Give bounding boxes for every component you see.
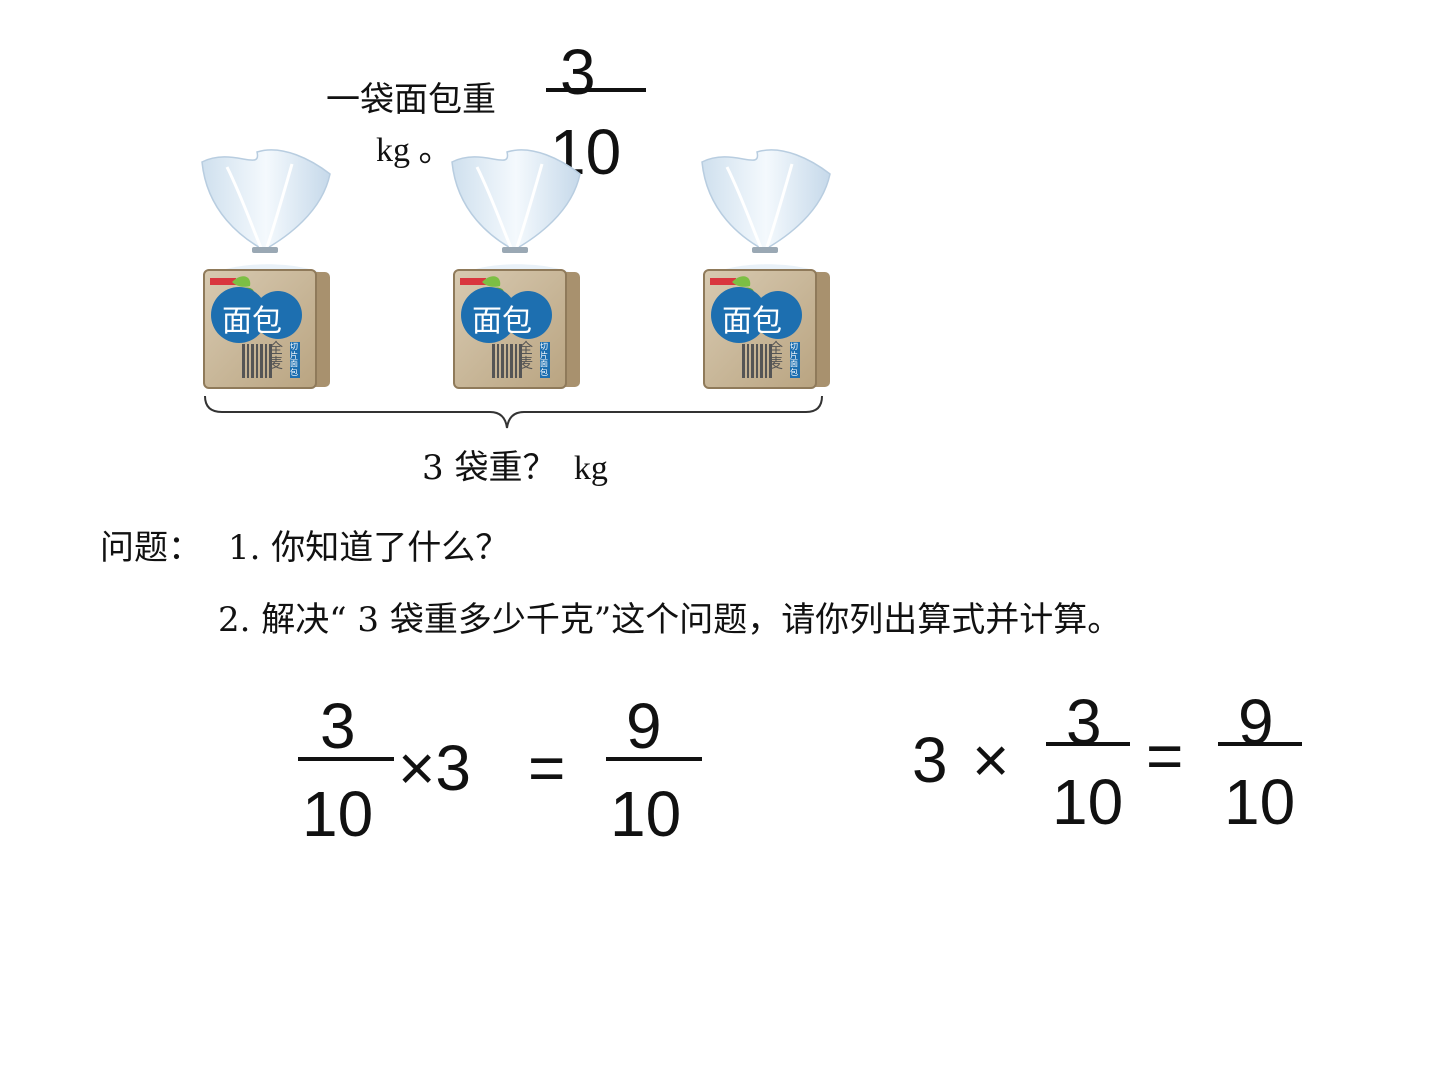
total-brace [204,395,823,429]
eq2-denominator: 10 [1052,766,1124,838]
bag-2-label: 面包 [472,304,532,339]
bag-1-sublabel: 全麦 [269,341,283,372]
eq1-fraction-bar [298,757,394,761]
eq1-operator: ×3 [398,732,471,804]
bag-2-side-label: 切片面包 [540,342,548,377]
eq1-denominator: 10 [302,778,374,850]
question-1: 1. 你知道了什么？ [228,528,510,568]
bread-bag-3 [700,148,832,390]
total-weight-label: 3 袋重？ kg [422,440,608,489]
eq1-result-denominator: 10 [610,778,682,850]
question-2: 2. 解决“ 3 袋重多少千克”这个问题，请你列出算式并计算。 [218,600,1122,640]
bag-2-sublabel: 全麦 [519,341,533,372]
bag-3-sublabel: 全麦 [769,341,783,372]
eq2-equals: = [1146,720,1184,792]
bag-1-label: 面包 [222,304,282,339]
eq2-operator: × [972,724,1010,796]
bread-bags-illustration [200,148,832,429]
bag-3-label: 面包 [722,304,782,339]
total-weight-unit: kg [573,450,608,487]
eq2-result-denominator: 10 [1224,766,1296,838]
bag-3-side-label: 切片面包 [790,342,798,377]
problem-line-1: 一袋面包重 [326,80,496,120]
bag-1-side-label: 切片面包 [290,342,298,377]
bread-bag-1 [200,148,332,390]
eq1-result-fraction-bar [606,757,702,761]
total-weight-prefix: 3 袋重？ [422,448,557,488]
weight-fraction-bar [546,88,646,92]
questions-heading: 问题： [100,528,202,568]
eq2-result-fraction-bar [1218,742,1302,746]
eq1-result-numerator: 9 [626,690,662,762]
eq2-factor: 3 [912,724,948,796]
bread-bag-2 [450,148,582,390]
weight-numerator: 3 [560,36,596,108]
eq2-fraction-bar [1046,742,1130,746]
eq1-equals: = [528,732,566,804]
eq1-numerator: 3 [320,690,356,762]
problem-line-2: kg 。 [376,132,453,169]
